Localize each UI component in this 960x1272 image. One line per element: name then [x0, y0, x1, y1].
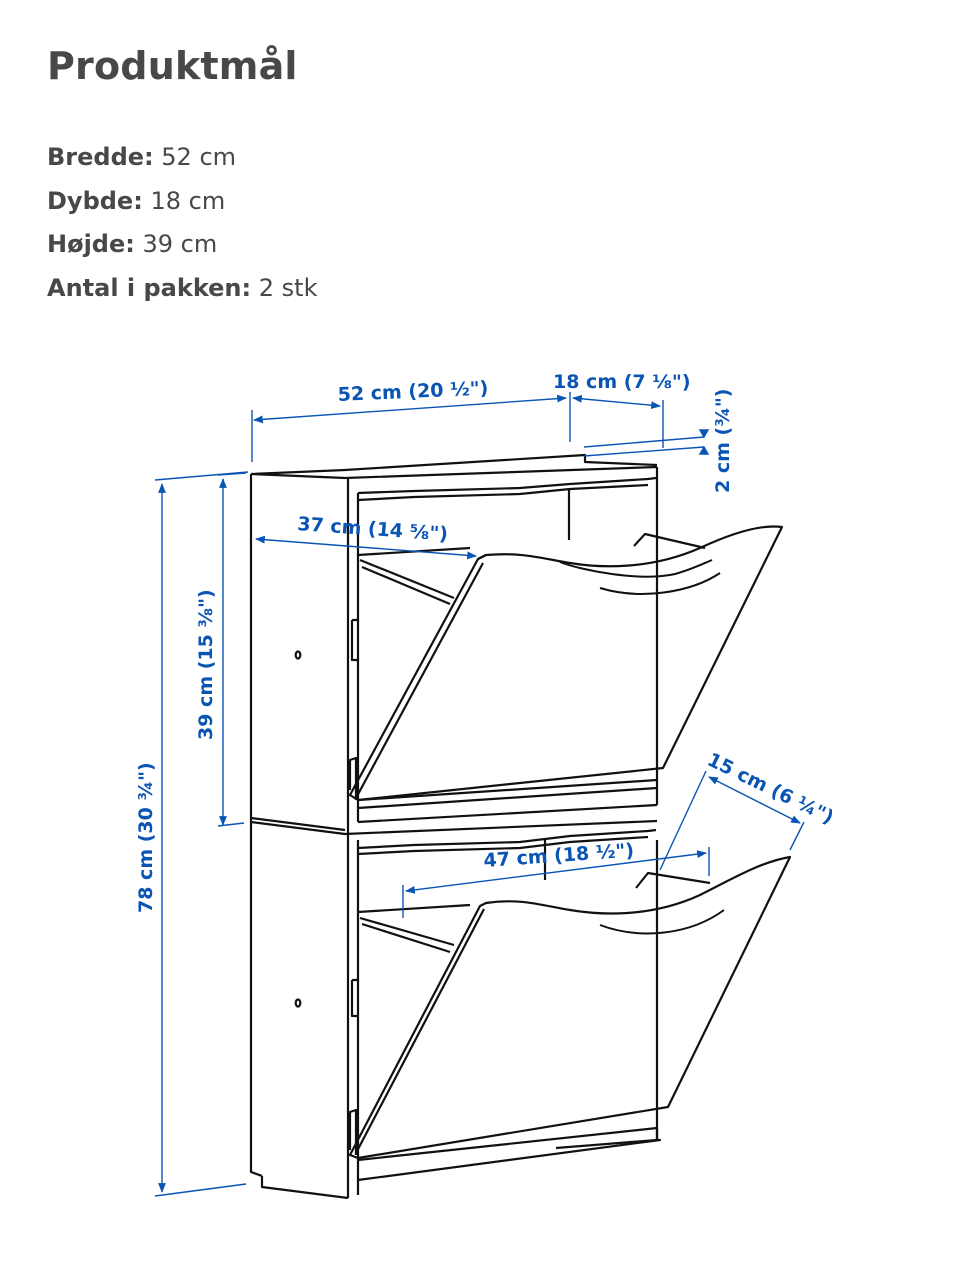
- spec-value: 52 cm: [161, 143, 237, 171]
- label-total-height: 78 cm (30 ¾"): [135, 762, 157, 913]
- spec-label: Højde:: [47, 230, 135, 259]
- spec-label: Antal i pakken:: [47, 273, 252, 302]
- label-opening-depth: 15 cm (6 ¼"): [704, 749, 837, 829]
- label-inner-depth: 37 cm (14 ⅝"): [297, 513, 449, 545]
- spec-list: Bredde: 52 cm Dybde: 18 cm Højde: 39 cm …: [47, 136, 317, 310]
- spec-height: Højde: 39 cm: [47, 223, 317, 267]
- spec-depth: Dybde: 18 cm: [47, 180, 317, 224]
- spec-value: 2 stk: [258, 273, 318, 302]
- label-depth-total: 18 cm (7 ⅛"): [553, 371, 691, 393]
- dimension-lines: [154, 392, 805, 1197]
- dimension-diagram: 52 cm (20 ½") 18 cm (7 ⅛") 2 cm (¾") 37 …: [135, 371, 837, 1200]
- label-top-thickness: 2 cm (¾"): [712, 389, 734, 493]
- spec-value: 18 cm: [150, 186, 226, 215]
- label-compartment-width: 47 cm (18 ½"): [483, 840, 635, 872]
- spec-value: 39 cm: [142, 230, 218, 259]
- label-width-total: 52 cm (20 ½"): [337, 377, 489, 406]
- shoe-cabinet-drawing: [249, 453, 792, 1200]
- spec-width: Bredde: 52 cm: [47, 136, 317, 180]
- spec-label: Bredde:: [47, 143, 154, 171]
- page-title: Produktmål: [47, 44, 298, 88]
- spec-label: Dybde:: [47, 186, 143, 215]
- dimension-labels: 52 cm (20 ½") 18 cm (7 ⅛") 2 cm (¾") 37 …: [135, 371, 837, 913]
- spec-package-quantity: Antal i pakken: 2 stk: [47, 267, 317, 311]
- label-unit-height: 39 cm (15 ⅜"): [195, 589, 217, 740]
